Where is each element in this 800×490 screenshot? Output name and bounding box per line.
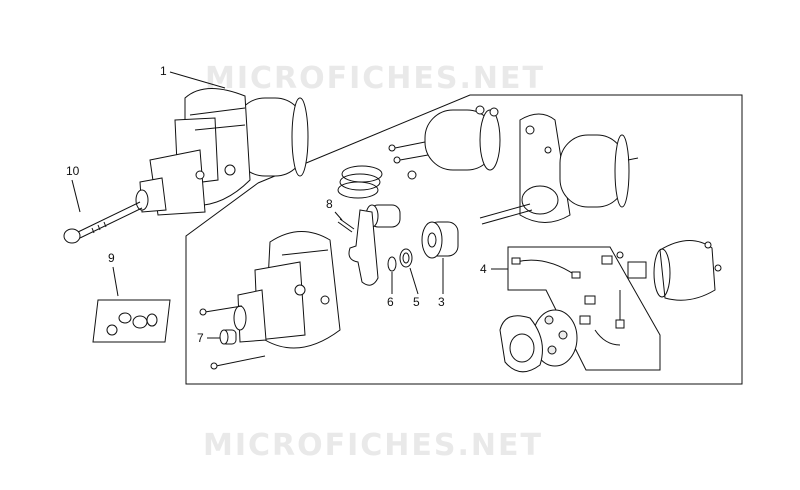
bolt-long (63, 201, 143, 244)
leader-9 (112, 266, 119, 297)
pivot-pin (337, 218, 355, 233)
exploded-view-frame (185, 94, 743, 385)
callout-3: 3 (438, 295, 445, 309)
leader-8 (334, 211, 343, 221)
leader-5 (409, 267, 419, 295)
callout-7: 7 (197, 331, 204, 345)
stop-ring (399, 248, 413, 268)
band-cover (653, 240, 722, 301)
drive-pinion (421, 221, 459, 259)
solenoid (388, 105, 501, 180)
callout-1: 1 (160, 64, 167, 78)
circlip (387, 256, 397, 272)
callout-9: 9 (108, 251, 115, 265)
callout-8: 8 (326, 197, 333, 211)
leader-1 (169, 71, 226, 89)
small-brackets (616, 251, 647, 279)
watermark-top: MICROFICHES.NET (205, 61, 545, 96)
callout-6: 6 (387, 295, 394, 309)
watermark-bottom: MICROFICHES.NET (203, 428, 543, 463)
brush-kit-parts (511, 255, 625, 367)
drive-end-housing (233, 231, 341, 349)
end-cover-plate (499, 315, 543, 373)
bushing (219, 329, 237, 345)
leader-10 (71, 179, 81, 213)
starter-motor-assembled (135, 87, 309, 216)
return-spring (337, 165, 383, 199)
repair-kit-box (92, 299, 171, 343)
shift-fork-lever (348, 209, 379, 286)
callout-10: 10 (66, 164, 80, 178)
callout-5: 5 (413, 295, 420, 309)
brush-kit-frame (507, 246, 661, 371)
housing-bolts (199, 305, 266, 370)
motor-housing-with-armature (479, 113, 639, 225)
callout-4: 4 (480, 262, 487, 276)
